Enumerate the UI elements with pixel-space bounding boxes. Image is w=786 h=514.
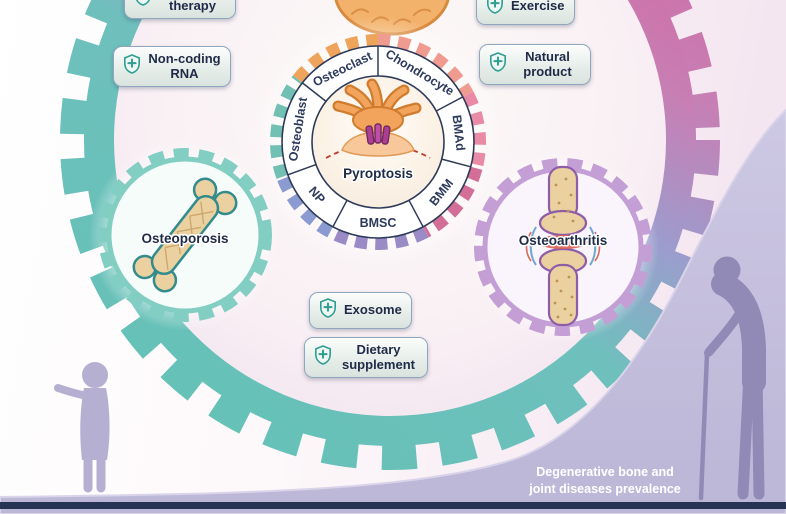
elderly-silhouette bbox=[698, 256, 766, 501]
child-silhouette bbox=[54, 362, 110, 493]
badge-label: Dietary supplement bbox=[342, 342, 415, 372]
pyroptosis-label: Pyroptosis bbox=[343, 166, 413, 181]
osteoarthritis-scalloped-ring bbox=[474, 158, 652, 336]
badge-label: Physical therapy bbox=[169, 0, 216, 13]
prevalence-curve bbox=[0, 108, 786, 514]
osteoarthritis-label: Osteoarthritis bbox=[519, 233, 608, 248]
badge-label: Non-coding RNA bbox=[148, 51, 221, 81]
shield-icon bbox=[314, 345, 332, 370]
segment-label-bmsc: BMSC bbox=[360, 216, 397, 230]
osteoporosis-scalloped-ring bbox=[98, 148, 272, 322]
baseline bbox=[0, 502, 786, 509]
prevalence-caption: Degenerative bone and joint diseases pre… bbox=[492, 464, 718, 499]
shield-icon bbox=[489, 52, 507, 77]
badge-label: Natural product bbox=[523, 49, 572, 79]
osteoporosis-circle: Osteoporosis bbox=[89, 139, 281, 331]
cell-mound bbox=[341, 131, 415, 157]
gasdermin-pore-icon bbox=[365, 123, 391, 145]
shield-icon bbox=[134, 0, 152, 11]
badge-label: Exosome bbox=[344, 302, 402, 318]
badge-exosome: Exosome bbox=[309, 292, 412, 329]
wheel-teeth bbox=[270, 34, 486, 251]
osteoporotic-bone-illustration bbox=[132, 177, 238, 293]
osteoarthritis-circle: Osteoarthritis bbox=[467, 151, 659, 343]
prevalence-caption-line1: Degenerative bone and bbox=[536, 465, 674, 479]
badge-physical-therapy: Physical therapy bbox=[124, 0, 236, 20]
inflamed-joint-space bbox=[538, 235, 588, 249]
shield-icon bbox=[319, 298, 337, 323]
trabecular-mesh bbox=[164, 201, 214, 270]
badge-label: Exercise bbox=[511, 0, 565, 14]
segment-label-bmad: BMAd bbox=[450, 114, 468, 151]
prevalence-caption-line2: joint diseases prevalence bbox=[529, 482, 681, 497]
badge-dietary-supplement: Dietary supplement bbox=[304, 337, 428, 379]
segment-dividers bbox=[287, 46, 471, 228]
badge-exercise: Exercise bbox=[476, 0, 575, 25]
bone-speckles bbox=[552, 177, 575, 319]
joint-illustration bbox=[525, 165, 601, 327]
osteoporosis-label: Osteoporosis bbox=[141, 231, 228, 246]
badge-non-coding-rna: Non-coding RNA bbox=[113, 46, 231, 88]
pyroptotic-cell-illustration bbox=[325, 78, 431, 159]
big-gear-rim bbox=[84, 0, 696, 446]
pyroptosis-wheel: Osteoclast Chondrocyte BMAd BMM BMSC NP … bbox=[252, 16, 504, 268]
joint-capsule-lines bbox=[525, 226, 601, 266]
shield-icon bbox=[486, 0, 504, 19]
shield-icon bbox=[123, 54, 141, 79]
badge-natural-product: Natural product bbox=[479, 44, 591, 86]
big-gear-teeth bbox=[60, 0, 720, 470]
cane bbox=[698, 351, 710, 501]
